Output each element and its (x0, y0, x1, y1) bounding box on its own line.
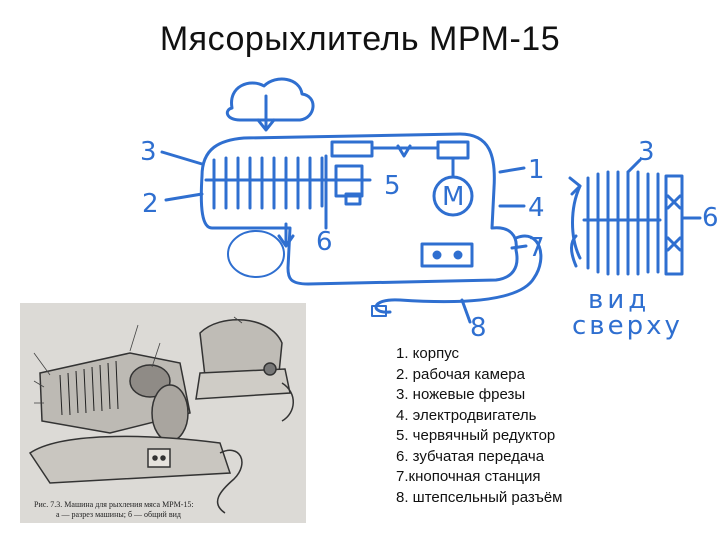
input-cloud (225, 77, 315, 122)
output-meat (227, 230, 285, 278)
motor-symbol: М (442, 182, 464, 212)
button-station-sketch (420, 242, 474, 268)
legend-item: 6. зубчатая передача (396, 447, 545, 465)
figure-caption-line2: а — разрез машины; б — общий вид (56, 510, 181, 519)
legend-item: 8. штепсельный разъём (396, 488, 563, 506)
sketch-number-8: 8 (470, 313, 487, 343)
legend-item: 4. электродвигатель (396, 406, 537, 424)
legend-item: 3. ножевые фрезы (396, 386, 526, 403)
top-view-label-line2: сверху (572, 311, 683, 341)
sketch-number-1: 1 (528, 155, 545, 185)
slide-title: Мясорыхлитель МРМ-15 (159, 20, 561, 58)
sketch-number-5: 5 (384, 171, 401, 201)
parts-legend: 1. корпус 2. рабочая камера 3. ножевые ф… (396, 344, 563, 508)
sketch-number-6-top: 6 (702, 203, 719, 233)
power-cord (374, 234, 543, 314)
figure-caption-line1: Рис. 7.3. Машина для рыхления мяса МРМ-1… (34, 500, 194, 509)
top-view-label-line1: вид (588, 285, 650, 315)
knife-mills-side (212, 156, 324, 210)
sketch-number-6-side: 6 (316, 227, 333, 257)
top-view-sketch (568, 158, 702, 276)
legend-item: 5. червячный редуктор (396, 427, 556, 444)
legend-item: 7.кнопочная станция (396, 468, 541, 485)
sketch-number-4: 4 (528, 193, 545, 223)
sketch-number-3-left: 3 (140, 137, 157, 167)
hand-drawn-schematic: 3 2 5 6 М 1 4 7 8 3 6 вид сверху (140, 68, 720, 348)
legend-item: 1. корпус (396, 345, 460, 362)
legend-item: 2. рабочая камера (396, 365, 525, 383)
sketch-number-2: 2 (142, 189, 159, 219)
schematic-svg: 3 2 5 6 М 1 4 7 8 3 6 вид сверху (140, 77, 719, 343)
figure-illustration: Рис. 7.3. Машина для рыхления мяса МРМ-1… (28, 316, 294, 519)
textbook-figure: Рис. 7.3. Машина для рыхления мяса МРМ-1… (20, 303, 306, 523)
sketch-number-7: 7 (528, 233, 545, 263)
input-arrow (256, 94, 276, 132)
sketch-number-3-top: 3 (638, 137, 655, 167)
